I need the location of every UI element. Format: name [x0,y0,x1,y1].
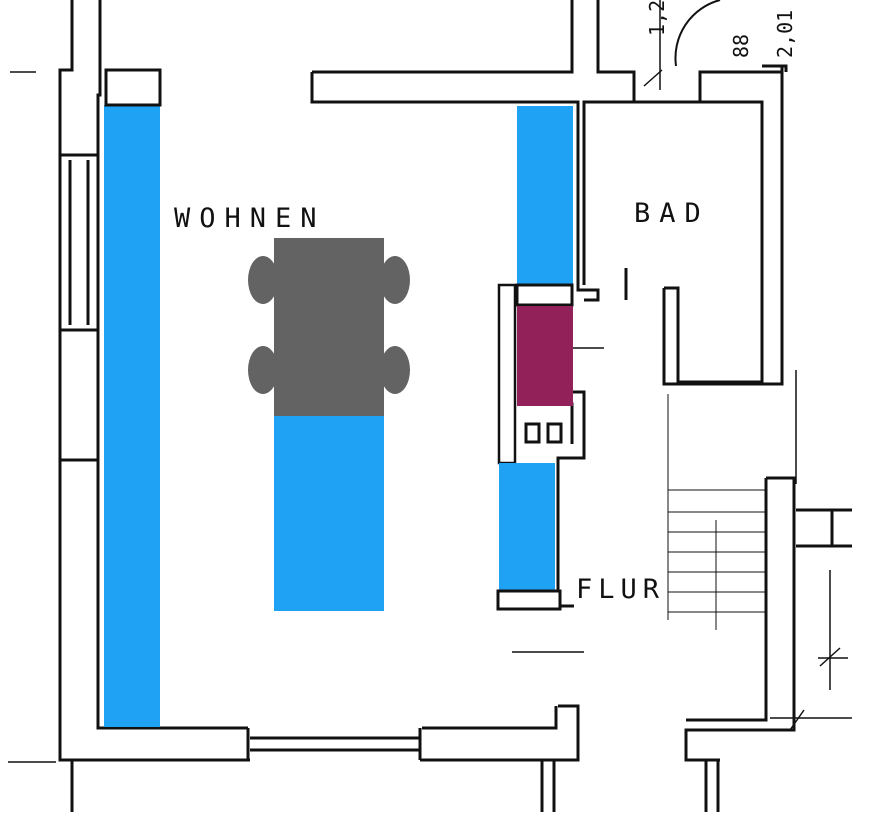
left-outer-wall [58,0,580,762]
dim-label-door-a: 88 [729,34,753,58]
stair-right-window [796,508,852,548]
cabinet [517,306,573,406]
socket-left [524,422,541,444]
left-inner-wall [96,0,558,730]
chair-right-top [380,256,410,304]
table-top [274,238,384,416]
stair-treads [667,394,766,630]
bed-center [274,416,384,611]
stair-wall-inner [686,478,768,722]
walls [8,0,852,812]
bed-upper-right [517,106,573,286]
dim-ticks [643,69,841,731]
dining-table [248,238,410,416]
bed-left [104,105,160,727]
chair-left-bottom [248,346,278,394]
left-window [60,153,98,332]
bed-lower-right [499,463,555,591]
room-label-wohnen: WOHNEN [174,203,326,234]
door-swing [674,0,721,67]
bath-tub-edge [662,288,782,386]
door-frame [762,64,788,72]
bed-left-headboard [104,68,162,107]
dim-lines [8,0,852,763]
side-board [497,283,517,465]
chair-left-top [248,256,278,304]
room-label-bad: BAD [634,198,710,229]
bottom-window [246,728,422,760]
socket-right [546,422,563,444]
socket-icon [524,422,563,444]
chair-right-bottom [380,346,410,394]
room-label-flur: FLUR [576,574,665,605]
dim-label-door-width: 1,2 [645,0,669,36]
bed-upper-right-foot [515,283,574,307]
dim-label-door-b: 2,01 [773,10,797,58]
bottom-right-lines [70,760,720,812]
stair-wall [684,476,796,762]
bed-lower-right-foot [496,589,562,611]
